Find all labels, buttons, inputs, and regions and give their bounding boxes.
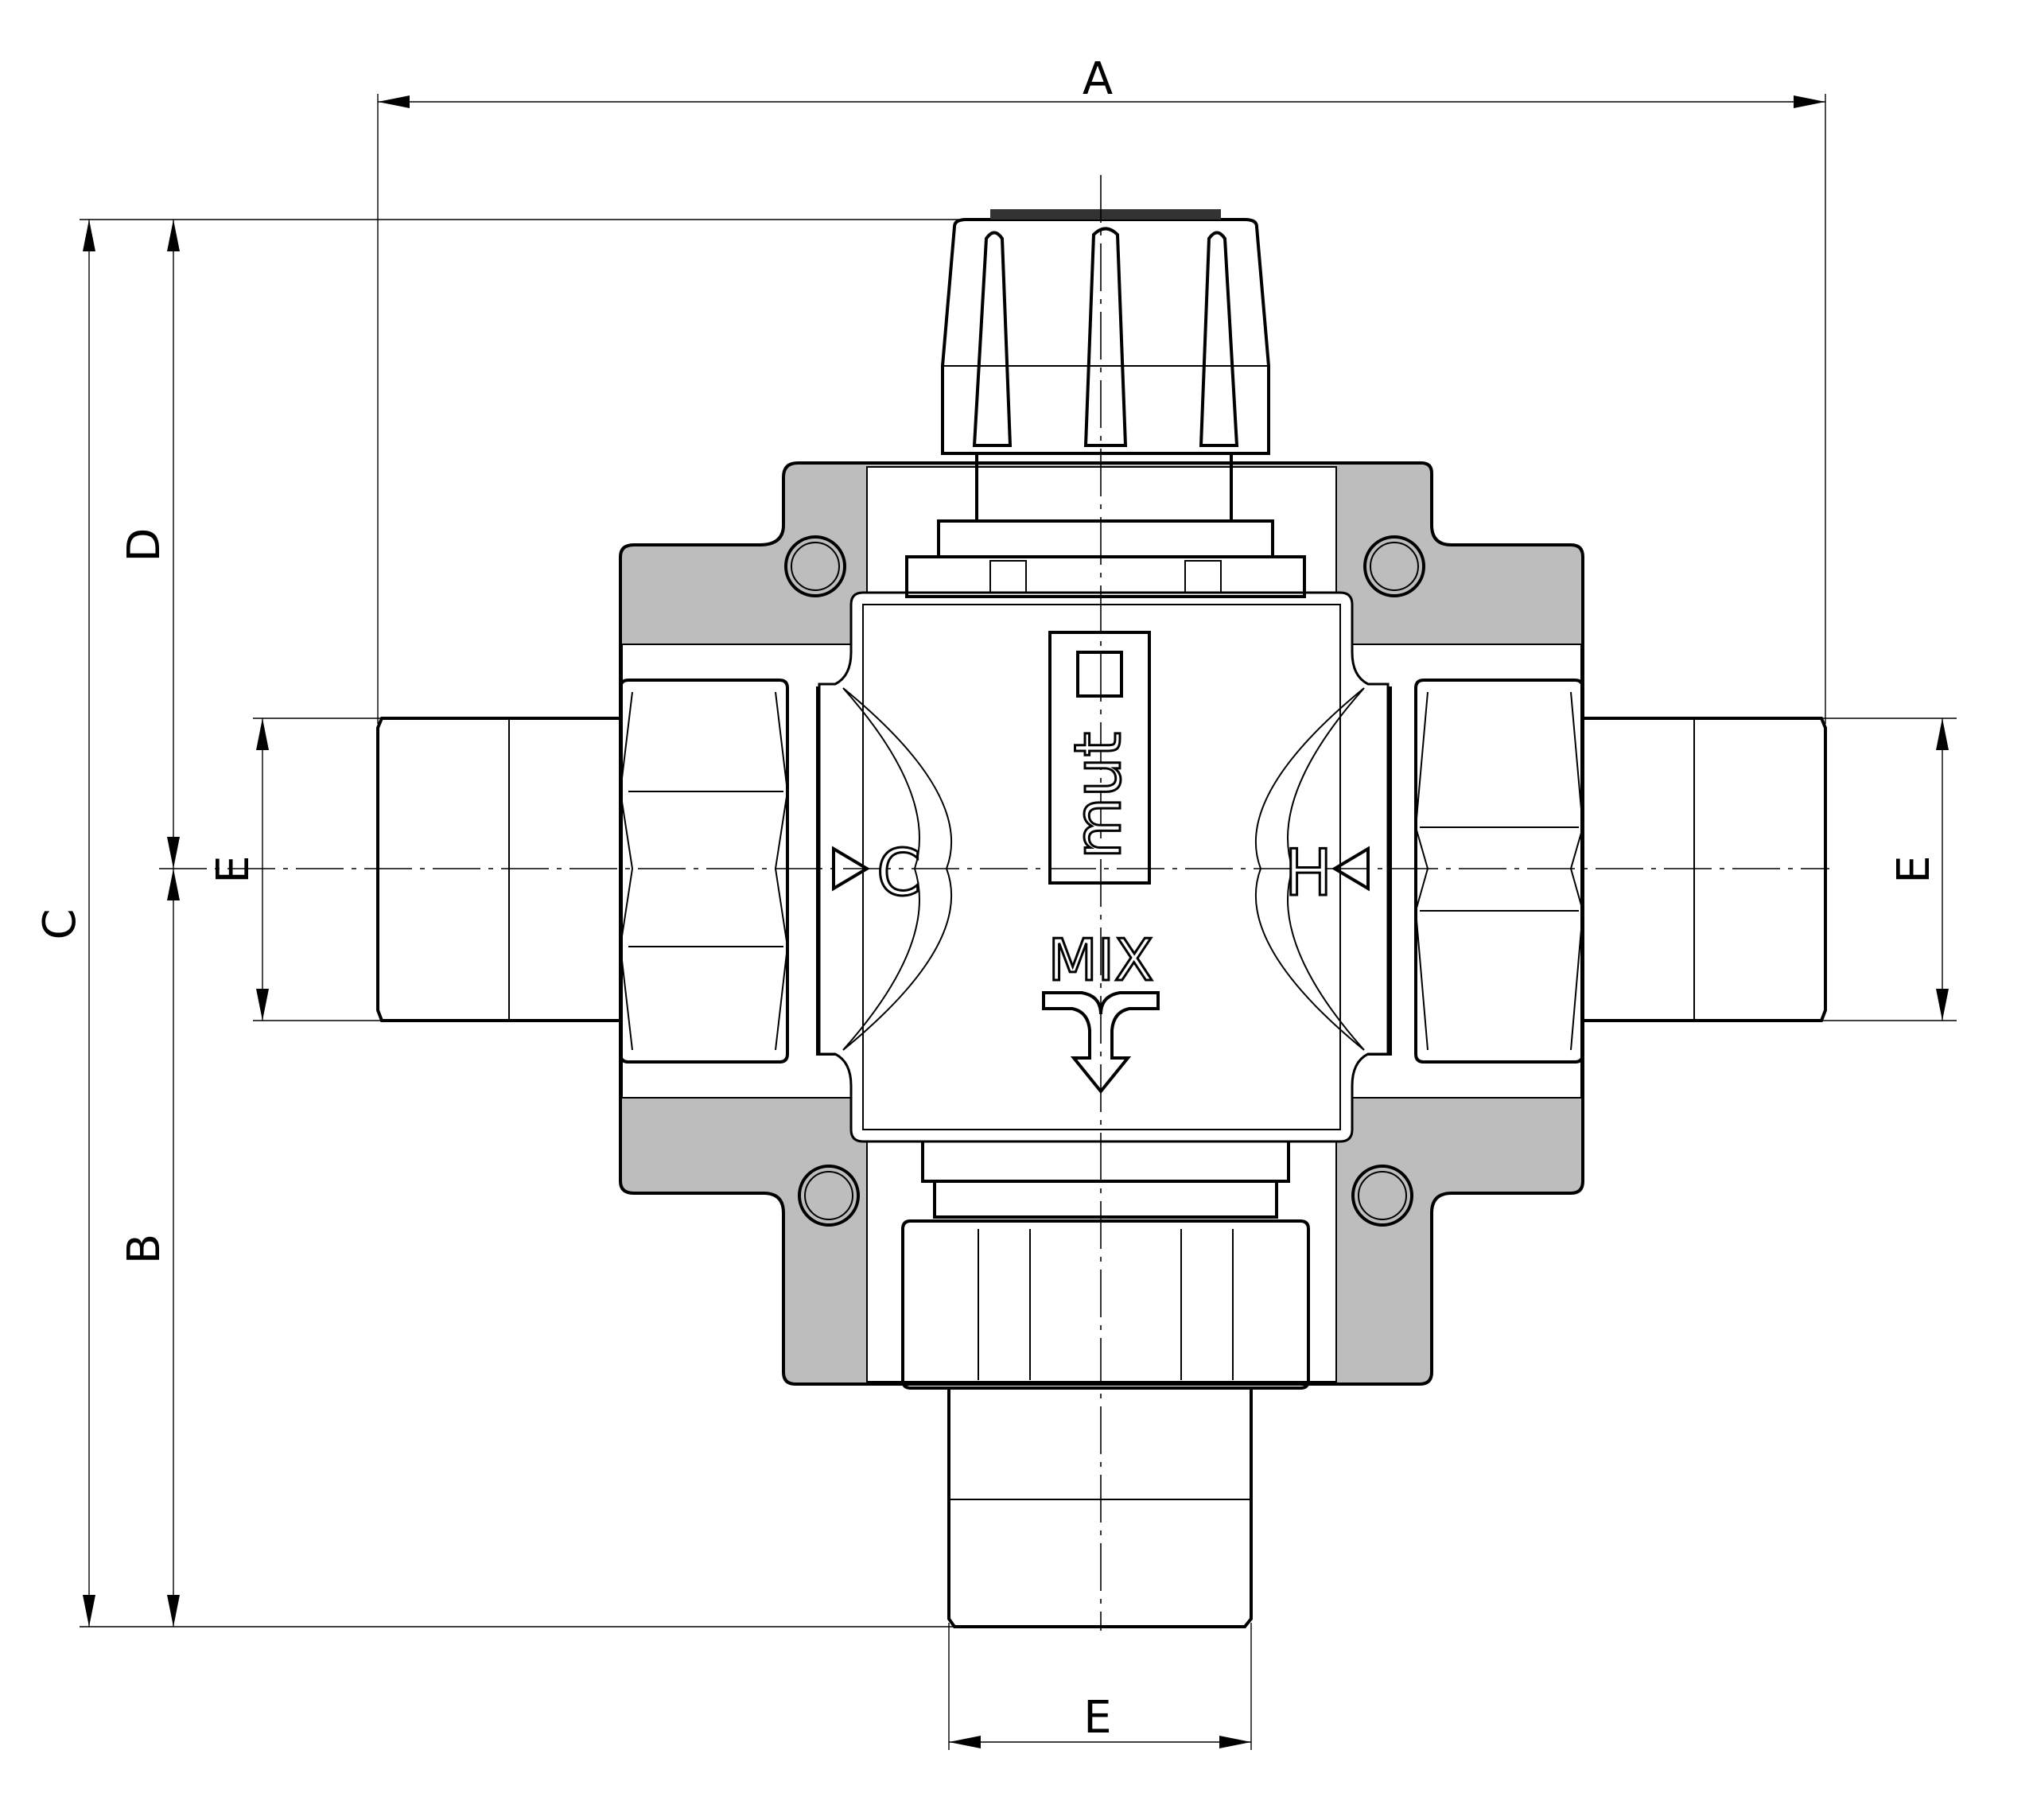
mounting-hole-bottom-left xyxy=(798,1165,860,1227)
cold-port-arrow-icon xyxy=(832,846,870,892)
mounting-hole-top-right xyxy=(1363,535,1425,597)
brand-plate xyxy=(1048,631,1151,885)
mounting-hole-top-left xyxy=(784,535,846,597)
dim-label-e-bottom: E xyxy=(1083,1692,1111,1744)
hot-port-label: H xyxy=(1285,836,1332,910)
dimension-labels: A C D B E E E xyxy=(34,53,1940,1744)
dimension-lines xyxy=(80,94,1957,1750)
brand-text: mut xyxy=(1061,732,1135,859)
dim-label-e-right: E xyxy=(1888,855,1940,883)
mix-port-label: MIX xyxy=(1048,927,1154,994)
center-lines xyxy=(159,175,1829,1631)
dim-label-c: C xyxy=(34,908,86,939)
dim-label-a: A xyxy=(1083,53,1113,105)
cold-port-label: C xyxy=(877,836,921,910)
brand-square-icon xyxy=(1076,651,1123,698)
mix-flow-arrow-icon xyxy=(1042,991,1160,1095)
adjustment-knob xyxy=(941,209,1270,455)
mounting-hole-bottom-right xyxy=(1351,1165,1413,1227)
dim-label-e-left: E xyxy=(208,855,259,883)
dim-label-d: D xyxy=(119,527,170,562)
hot-port-arrow-icon xyxy=(1331,846,1370,892)
valve-markings: mut C H MIX xyxy=(832,631,1370,1095)
bottom-port-fitting xyxy=(901,1132,1310,1628)
dim-label-b: B xyxy=(119,1234,170,1264)
